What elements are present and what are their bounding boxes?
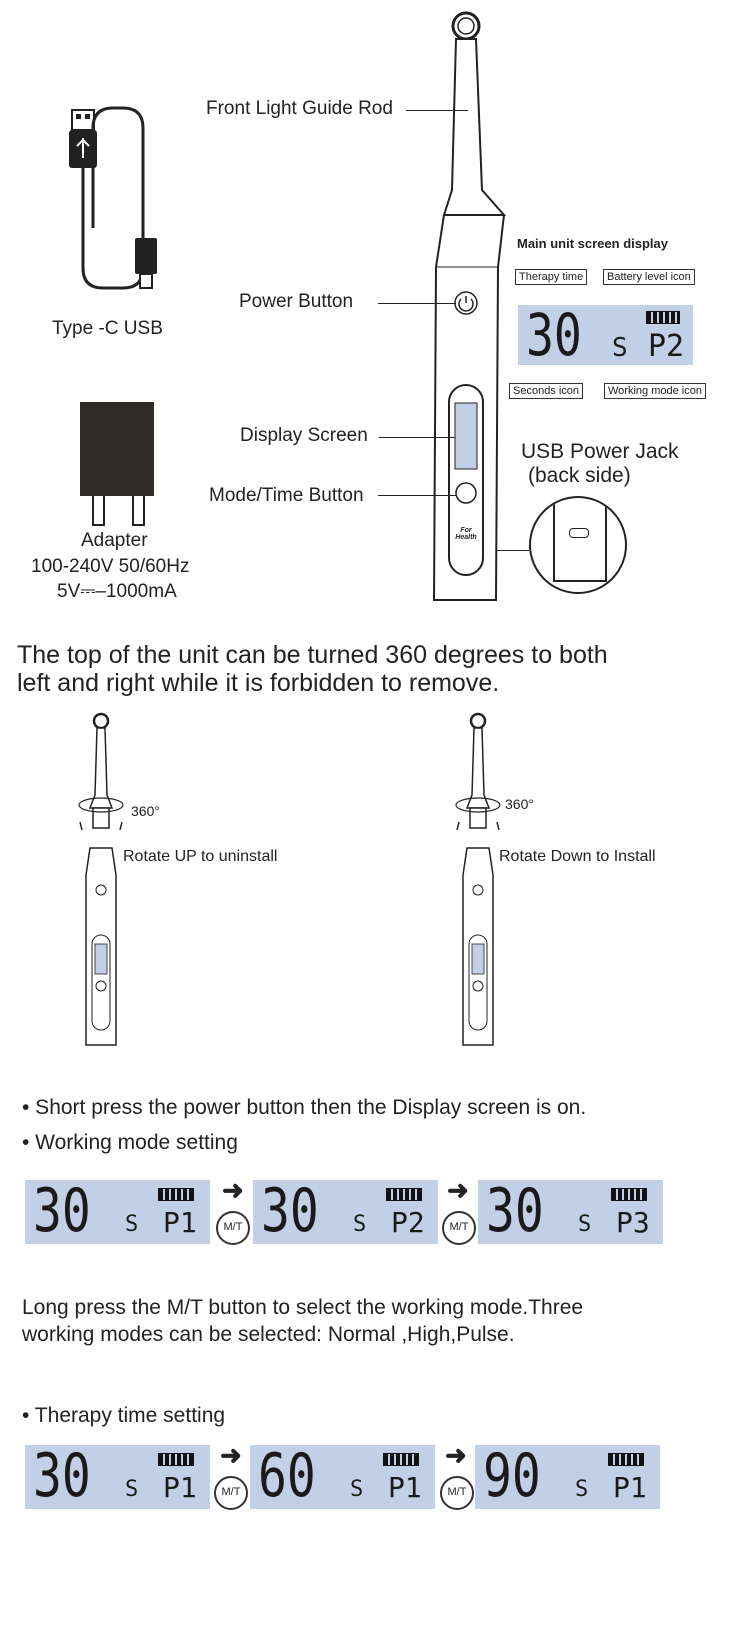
- adapter-prong-right: [132, 496, 145, 526]
- rotation-degree-up: 360°: [131, 803, 160, 819]
- usb-back-side-label: (back side): [528, 464, 631, 487]
- lcd-time: 30: [526, 301, 582, 369]
- leader-line: [406, 110, 468, 111]
- battery-icon: [158, 1188, 194, 1201]
- leader-line: [378, 495, 456, 496]
- mt-button-icon: M/T: [440, 1476, 474, 1510]
- lcd-time-60: 60 S P1: [250, 1441, 435, 1511]
- working-mode-icon-tag: Working mode icon: [604, 383, 706, 399]
- lcd-time-30: 30 S P1: [25, 1441, 210, 1511]
- arrow-icon: ➜: [445, 1440, 467, 1470]
- mt-button-icon: M/T: [214, 1476, 248, 1510]
- rotation-intro: The top of the unit can be turned 360 de…: [17, 641, 608, 697]
- arrow-icon: ➜: [447, 1175, 469, 1205]
- seconds-icon-tag: Seconds icon: [509, 383, 584, 399]
- lcd-mode: P2: [648, 329, 685, 364]
- mt-button-icon: M/T: [216, 1211, 250, 1245]
- battery-icon: [158, 1453, 194, 1466]
- battery-icon: [646, 311, 680, 324]
- arrow-icon: ➜: [222, 1175, 244, 1205]
- rotate-down-label: Rotate Down to Install: [499, 848, 656, 865]
- usb-jack-detail: [529, 496, 627, 594]
- adapter-label: Adapter: [81, 530, 148, 551]
- main-screen-lcd: 30 S P2: [518, 301, 693, 369]
- lcd-time-90: 90 S P1: [475, 1441, 660, 1511]
- device-rotate-down: [455, 712, 501, 1046]
- usb-cable-illustration: [69, 106, 157, 290]
- rotate-up-label: Rotate UP to uninstall: [123, 848, 278, 865]
- mode-paragraph: Long press the M/T button to select the …: [22, 1296, 584, 1346]
- adapter-voltage: 100-240V 50/60Hz: [31, 556, 190, 577]
- leader-line: [378, 303, 456, 304]
- battery-level-tag: Battery level icon: [603, 269, 695, 285]
- power-button-label: Power Button: [239, 291, 354, 312]
- adapter-prong-left: [92, 496, 105, 526]
- lcd-mode-p1: 30 S P1: [25, 1176, 210, 1246]
- rotation-degree-down: 360°: [505, 796, 534, 812]
- mode-time-button-label: Mode/Time Button: [209, 485, 364, 506]
- type-c-label: Type -C USB: [52, 318, 163, 339]
- therapy-time-heading: • Therapy time setting: [22, 1404, 226, 1427]
- leader-line: [379, 437, 455, 438]
- lcd-seconds-icon: S: [612, 333, 628, 363]
- lcd-mode-p2: 30 S P2: [253, 1176, 438, 1246]
- device-rotate-up: [78, 712, 124, 1046]
- arrow-icon: ➜: [220, 1440, 242, 1470]
- power-instruction: • Short press the power button then the …: [22, 1096, 587, 1119]
- mt-button-icon: M/T: [442, 1211, 476, 1245]
- adapter-illustration: [80, 402, 154, 496]
- screen-display-title: Main unit screen display: [517, 236, 668, 251]
- battery-icon: [608, 1453, 644, 1466]
- leader-line: [497, 550, 529, 551]
- curing-light-device: [432, 11, 507, 601]
- display-screen-label: Display Screen: [240, 425, 368, 446]
- front-light-guide-rod-label: Front Light Guide Rod: [206, 98, 393, 119]
- adapter-current: 5V⎓–1000mA: [57, 581, 177, 602]
- lcd-mode-p3: 30 S P3: [478, 1176, 663, 1246]
- therapy-time-tag: Therapy time: [515, 269, 588, 285]
- usb-power-jack-label: USB Power Jack: [521, 440, 679, 463]
- battery-icon: [383, 1453, 419, 1466]
- for-health-logo: For Health: [455, 527, 477, 541]
- battery-icon: [611, 1188, 647, 1201]
- battery-icon: [386, 1188, 422, 1201]
- working-mode-heading: • Working mode setting: [22, 1131, 238, 1154]
